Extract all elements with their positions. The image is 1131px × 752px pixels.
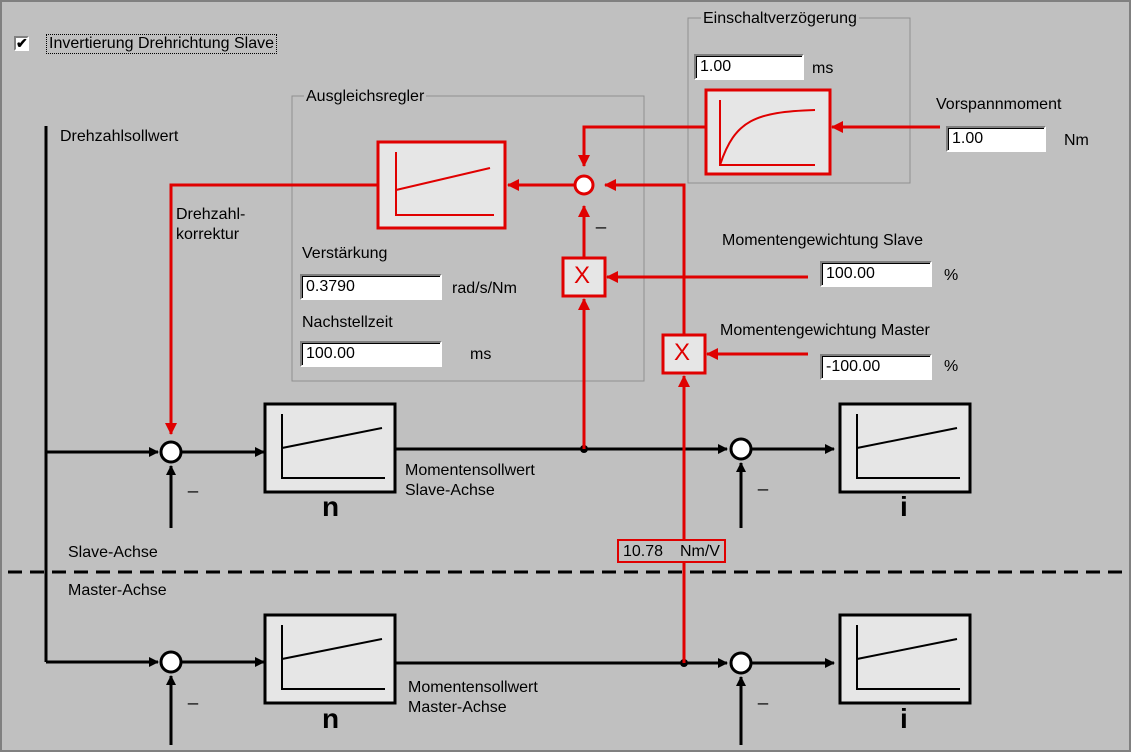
ms-slave-label-2: Slave-Achse xyxy=(405,482,495,499)
ausgleichsregler-pi-block xyxy=(376,140,507,230)
vorspannmoment-unit: Nm xyxy=(1064,132,1089,149)
invert-direction-label: Invertierung Drehrichtung Slave xyxy=(46,34,278,54)
master-multiplier-symbol: X xyxy=(674,339,691,366)
mg-master-unit: % xyxy=(944,358,959,375)
mg-slave-label: Momentengewichtung Slave xyxy=(722,232,924,249)
ms-master-label-2: Master-Achse xyxy=(408,699,507,716)
slave-current-minus-sign: _ xyxy=(758,471,769,491)
mg-master-label: Momentengewichtung Master xyxy=(720,322,930,339)
master-sum-junction xyxy=(159,650,183,674)
drehzahlkorrektur-line xyxy=(165,183,378,435)
verstaerkung-unit: rad/s/Nm xyxy=(452,280,517,297)
vorspannmoment-label: Vorspannmoment xyxy=(936,96,1062,113)
einschaltverzoegerung-title: Einschaltverzögerung xyxy=(701,10,859,28)
compensation-minus-sign: _ xyxy=(596,209,607,229)
compensation-sum-junction xyxy=(573,174,595,196)
master-current-sum-junction xyxy=(729,651,753,675)
torque-gain-value: 10.78 xyxy=(623,543,664,560)
mg-master-input[interactable] xyxy=(820,354,932,380)
nachstellzeit-unit: ms xyxy=(470,346,492,363)
verstaerkung-input[interactable] xyxy=(300,274,442,300)
master-minus-sign: _ xyxy=(188,685,199,705)
master-i-label: i xyxy=(900,703,908,734)
slave-multiplier-block xyxy=(561,256,607,298)
master-n-label: n xyxy=(322,703,340,734)
einschalt-delay-input[interactable] xyxy=(694,54,804,80)
slave-minus-sign: _ xyxy=(188,473,199,493)
invert-direction-checkbox[interactable]: ✔ xyxy=(14,35,29,51)
slave-sum-junction xyxy=(159,440,183,464)
nachstellzeit-input[interactable] xyxy=(300,341,442,367)
slave-current-sum-junction xyxy=(729,437,753,461)
vorspannmoment-input[interactable] xyxy=(946,126,1046,152)
nachstellzeit-label: Nachstellzeit xyxy=(302,314,393,331)
drehzahlkorrektur-label-1: Drehzahl- xyxy=(176,206,246,223)
ms-slave-label-1: Momentensollwert xyxy=(405,462,535,479)
master-current-minus-sign: _ xyxy=(758,685,769,705)
drehzahlsollwert-label: Drehzahlsollwert xyxy=(60,128,179,145)
einschalt-delay-block xyxy=(704,88,832,176)
torque-gain-unit: Nm/V xyxy=(679,543,720,560)
slave-axis-label: Slave-Achse xyxy=(68,544,158,561)
mg-slave-input[interactable] xyxy=(820,261,932,287)
slave-multiplier-symbol: X xyxy=(574,262,591,289)
ausgleichsregler-title: Ausgleichsregler xyxy=(304,88,427,106)
einschalt-unit: ms xyxy=(812,60,834,77)
master-multiplier-block xyxy=(661,333,707,375)
torque-gain-tag: 10.78 Nm/V xyxy=(617,539,726,563)
master-axis-label: Master-Achse xyxy=(68,582,167,599)
ms-master-label-1: Momentensollwert xyxy=(408,679,538,696)
slave-i-label: i xyxy=(900,491,908,522)
mg-slave-unit: % xyxy=(944,267,959,284)
slave-n-label: n xyxy=(322,491,340,522)
drehzahlkorrektur-label-2: korrektur xyxy=(176,226,240,243)
verstaerkung-label: Verstärkung xyxy=(302,245,388,262)
ausgleichsregler-groupbox xyxy=(291,95,645,382)
